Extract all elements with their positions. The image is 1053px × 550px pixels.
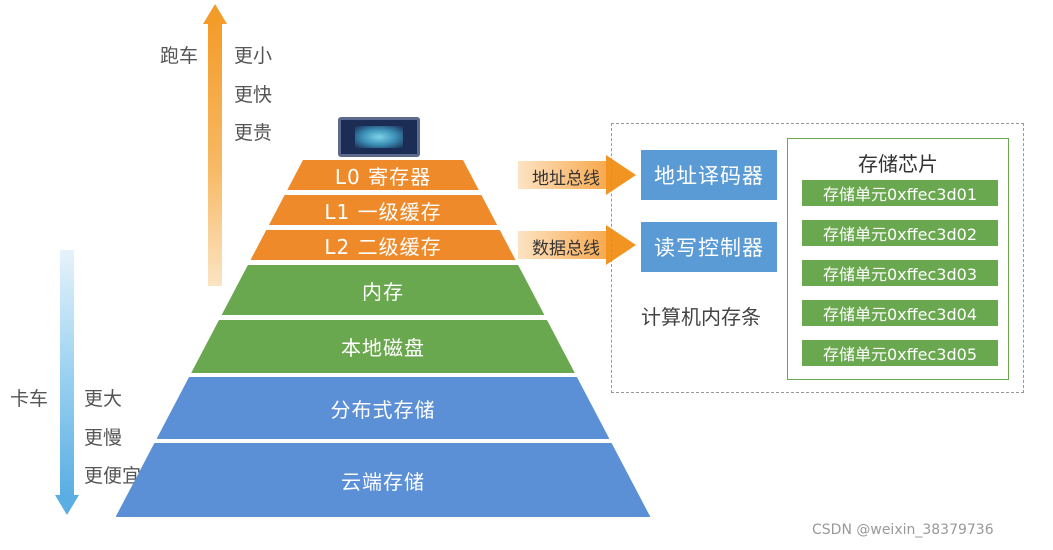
address-decoder: 地址译码器 [641,150,777,200]
pyramid-layer: L2 二级缓存 [250,230,516,260]
up-arrow-shaft [208,22,222,286]
watermark: CSDN @weixin_38379736 [812,522,994,538]
cpu-chip-icon [338,117,420,157]
memory-stick-box [611,123,1024,393]
pyramid-layer: L1 一级缓存 [268,195,498,225]
data-bus-label: 数据总线 [532,239,600,259]
up-arrow-icon [203,4,227,24]
pyramid-layer-label: L0 寄存器 [334,164,432,189]
pyramid-layer-label: 分布式存储 [330,397,436,422]
pyramid-layer: L0 寄存器 [287,160,479,190]
rw-controller: 读写控制器 [641,222,777,272]
pyramid-layer: 内存 [221,265,545,315]
trait-pricier: 更贵 [234,122,273,144]
trait-faster: 更快 [234,84,273,106]
truck-label: 卡车 [10,388,49,410]
trait-smaller: 更小 [234,45,273,67]
down-arrow-shaft [60,250,74,496]
pyramid-layer-label: L1 一级缓存 [324,199,442,224]
pyramid-layer: 云端存储 [115,443,651,517]
storage-cell: 存储单元0xffec3d01 [802,180,998,206]
storage-cell: 存储单元0xffec3d02 [802,220,998,246]
trait-bigger: 更大 [84,388,123,410]
pyramid-layer-label: 云端存储 [340,469,425,494]
storage-cell: 存储单元0xffec3d03 [802,260,998,286]
trait-slower: 更慢 [84,427,123,449]
pyramid-layer-label: 本地磁盘 [340,336,425,360]
trait-cheaper: 更便宜 [84,465,142,487]
memory-stick-label: 计算机内存条 [641,305,761,329]
storage-cell: 存储单元0xffec3d04 [802,300,998,326]
pyramid-layer-label: 内存 [362,279,404,304]
memory-chip-box [787,138,1009,380]
memory-chip-title: 存储芯片 [858,152,938,176]
sports-car-label: 跑车 [160,45,199,67]
pyramid-layer: 分布式存储 [156,377,610,439]
pyramid-layer-label: L2 二级缓存 [324,234,442,259]
down-arrow-icon [55,495,79,515]
address-bus-label: 地址总线 [532,169,600,189]
storage-cell: 存储单元0xffec3d05 [802,340,998,366]
pyramid-layer: 本地磁盘 [191,320,575,373]
